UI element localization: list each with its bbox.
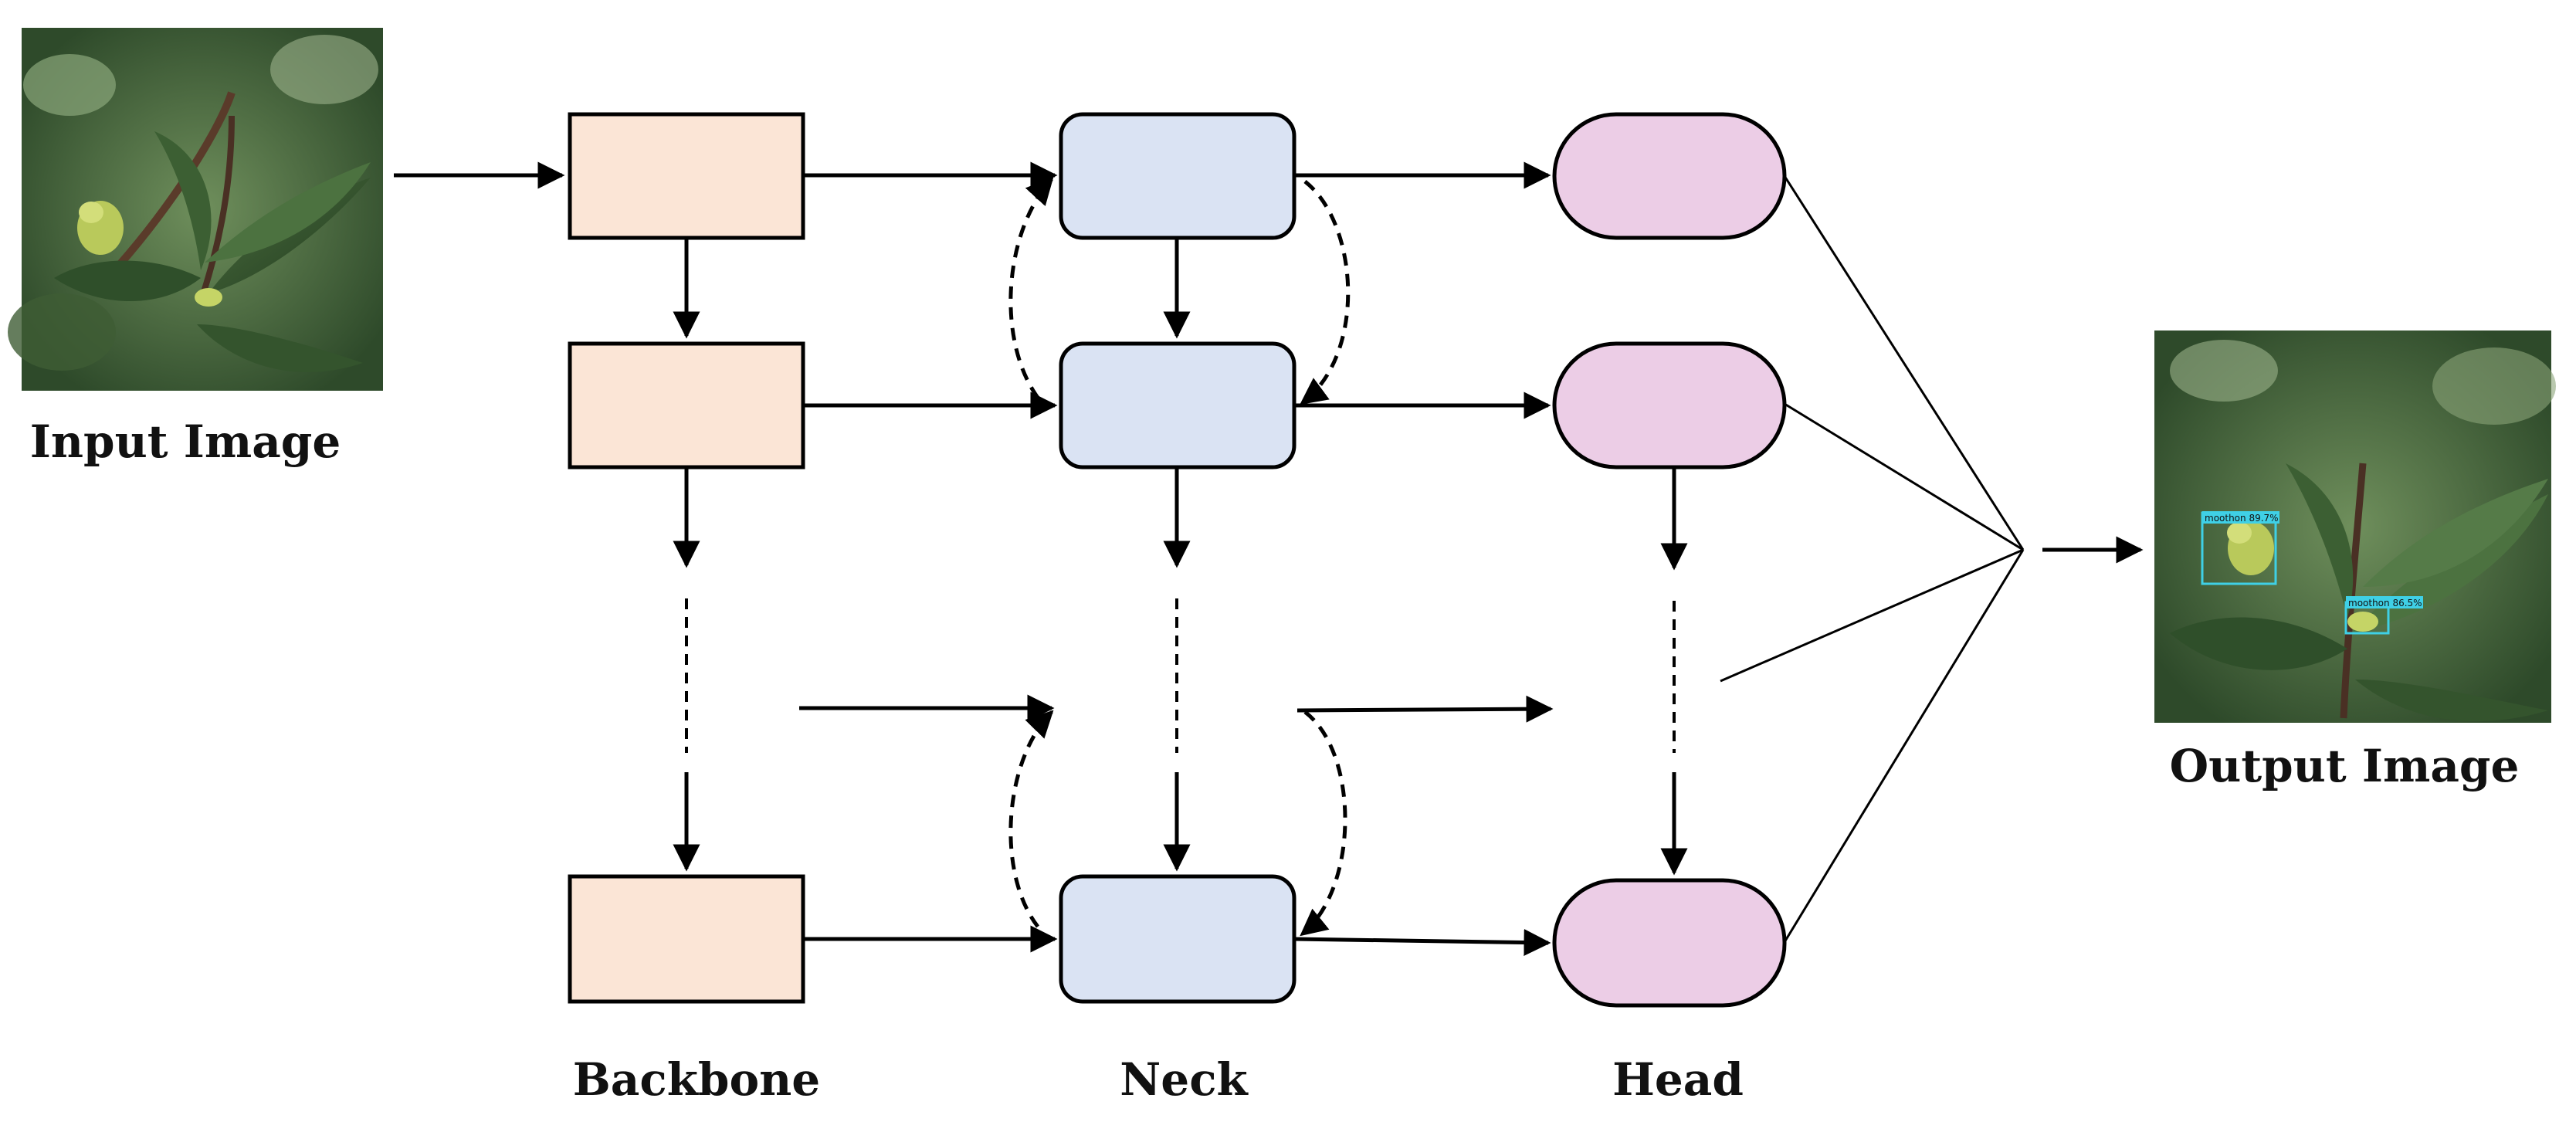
head-block-2 — [1552, 341, 1787, 469]
neck-feedback-left-top — [1008, 177, 1054, 399]
neck-feedback-right-top — [1300, 180, 1351, 405]
head-merge-lines — [1720, 175, 2025, 943]
output-image: moothon 89.7% moothon 86.5% — [2154, 330, 2556, 723]
arrow-neckN-to-headN — [1293, 929, 1551, 957]
backbone-column — [568, 112, 805, 1004]
backbone-block-1 — [568, 112, 805, 240]
output-image-label: Output Image — [2170, 740, 2520, 792]
input-image-label: Input Image — [30, 415, 341, 468]
head-column — [1552, 112, 1787, 1008]
neck-column — [1008, 112, 1351, 1004]
neck-feedback-left-bottom — [1008, 710, 1054, 928]
backbone-block-2 — [568, 341, 805, 469]
detection-label-bg-1 — [2202, 511, 2279, 524]
detection-label-1: moothon 89.7% — [2205, 513, 2279, 524]
neck-block-2 — [1059, 341, 1296, 469]
head-block-n — [1552, 878, 1787, 1008]
detection-label-bg-2 — [2346, 596, 2423, 608]
input-image — [8, 28, 383, 391]
arrow-neck-mid-to-head — [1296, 695, 1554, 723]
detection-label-2: moothon 86.5% — [2348, 598, 2422, 608]
neck-feedback-right-bottom — [1300, 710, 1347, 937]
backbone-block-n — [568, 874, 805, 1004]
neck-block-1 — [1059, 112, 1296, 240]
head-label: Head — [1612, 1053, 1744, 1106]
backbone-label: Backbone — [573, 1053, 820, 1106]
neck-label: Neck — [1120, 1053, 1249, 1106]
head-block-1 — [1552, 112, 1787, 240]
neck-block-n — [1059, 874, 1296, 1004]
